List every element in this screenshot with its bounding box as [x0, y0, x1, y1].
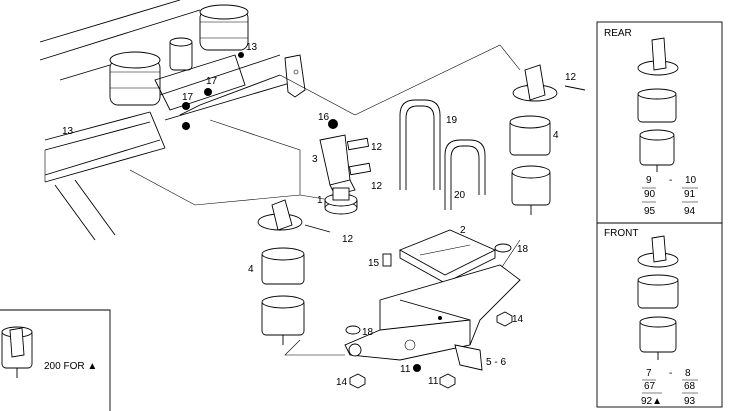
- rear-row1-a: 9: [646, 175, 652, 186]
- callout-11: 11: [400, 364, 411, 375]
- callout-12: 12: [371, 181, 383, 192]
- rear-row3-a: 95: [644, 206, 656, 217]
- callout-18: 18: [517, 244, 529, 255]
- callout-4: 4: [248, 264, 254, 275]
- nuts: [349, 311, 513, 389]
- rear-panel: REAR 9 - 10 90 91 95 94: [596, 21, 723, 224]
- callout-14: 14: [512, 314, 524, 325]
- callout-3: 3: [312, 154, 318, 165]
- callout-1: 1: [317, 195, 323, 206]
- rear-row1-b: 10: [685, 175, 697, 186]
- callout-14: 14: [336, 377, 348, 388]
- callout-4: 4: [553, 130, 559, 141]
- callout-20: 20: [454, 190, 466, 201]
- callout-18: 18: [362, 327, 374, 338]
- callout-12: 12: [371, 142, 383, 153]
- callout-16: 16: [318, 112, 330, 123]
- suspension-bracket-5-6: [344, 243, 521, 371]
- rear-row2-b: 91: [684, 189, 696, 200]
- callout-13: 13: [62, 126, 74, 137]
- frame-cushions: [109, 4, 249, 130]
- bottom-left-panel: 200 FOR ▲: [0, 309, 111, 411]
- leader-lines: [129, 44, 521, 356]
- rear-row2-a: 90: [644, 189, 656, 200]
- callout-13: 13: [246, 42, 258, 53]
- u-bolt-19: [399, 99, 441, 190]
- callout-labels: 13 13 17 17 16 3 12 12 12 12 1 19 20 4 4…: [62, 42, 577, 388]
- callout-15: 15: [368, 258, 380, 269]
- rear-row1-sep: -: [669, 175, 672, 186]
- callout-19: 19: [446, 115, 458, 126]
- callout-17: 17: [206, 76, 218, 87]
- front-panel: FRONT 7 - 8 67 68 92▲ 93: [596, 222, 723, 408]
- front-row2-a: 67: [644, 381, 656, 392]
- callout-11: 11: [428, 376, 439, 387]
- rear-title: REAR: [604, 28, 632, 39]
- right-cushion-stack: [509, 64, 586, 215]
- callout-2: 2: [460, 225, 466, 236]
- front-row3-b: 93: [684, 396, 696, 407]
- front-row1-a: 7: [646, 368, 652, 379]
- chassis-frame: [39, 0, 301, 241]
- left-cushion-stack: [257, 199, 331, 345]
- rear-row3-b: 94: [684, 206, 696, 217]
- top-bracket: [284, 54, 306, 98]
- front-row3-a: 92▲: [641, 396, 662, 407]
- callout-17: 17: [182, 92, 194, 103]
- callout-12: 12: [342, 234, 354, 245]
- bottom-left-label: 200 FOR ▲: [44, 361, 97, 372]
- u-bolt-20: [444, 139, 486, 210]
- callout-12: 12: [565, 72, 577, 83]
- front-row2-b: 68: [684, 381, 696, 392]
- bracket-3: [319, 119, 372, 196]
- front-row1-sep: -: [669, 368, 672, 379]
- front-row1-b: 8: [685, 368, 691, 379]
- mount-1: [324, 187, 358, 215]
- front-title: FRONT: [604, 228, 638, 239]
- callout-5-6: 5 - 6: [486, 357, 506, 368]
